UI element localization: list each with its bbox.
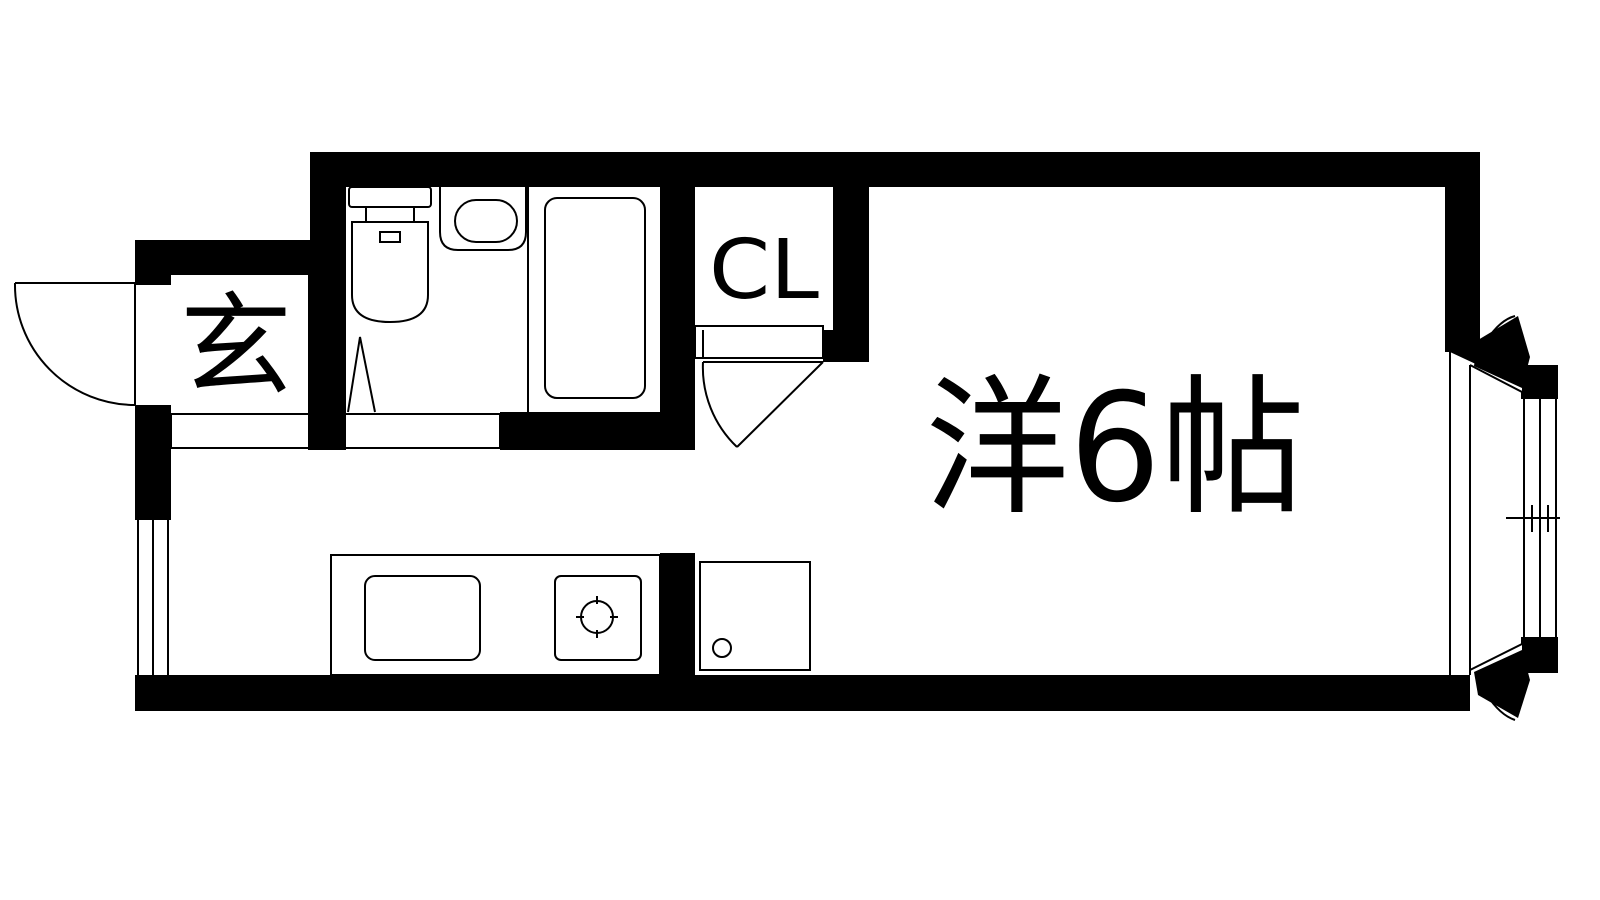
sink-icon bbox=[364, 575, 481, 661]
wash-basin-icon bbox=[439, 187, 527, 251]
kitchen-counter bbox=[330, 554, 661, 676]
washer-space-icon bbox=[699, 561, 811, 671]
entrance-door-icon[interactable] bbox=[13, 282, 136, 406]
kitchen-window-icon bbox=[137, 520, 169, 675]
walls bbox=[135, 152, 1480, 711]
toilet-icon bbox=[348, 186, 432, 324]
closet-door-icon[interactable] bbox=[694, 325, 824, 448]
bath-door-icon[interactable] bbox=[346, 336, 501, 449]
bay-window-icon bbox=[1445, 315, 1560, 721]
bathtub-icon bbox=[544, 197, 646, 399]
gas-burner-icon bbox=[554, 575, 642, 661]
entrance-label: 玄 bbox=[180, 282, 292, 412]
western-room-label: 洋6帖 bbox=[925, 362, 1305, 536]
entrance-step-icon bbox=[170, 413, 308, 449]
closet-label: CL bbox=[709, 223, 819, 318]
